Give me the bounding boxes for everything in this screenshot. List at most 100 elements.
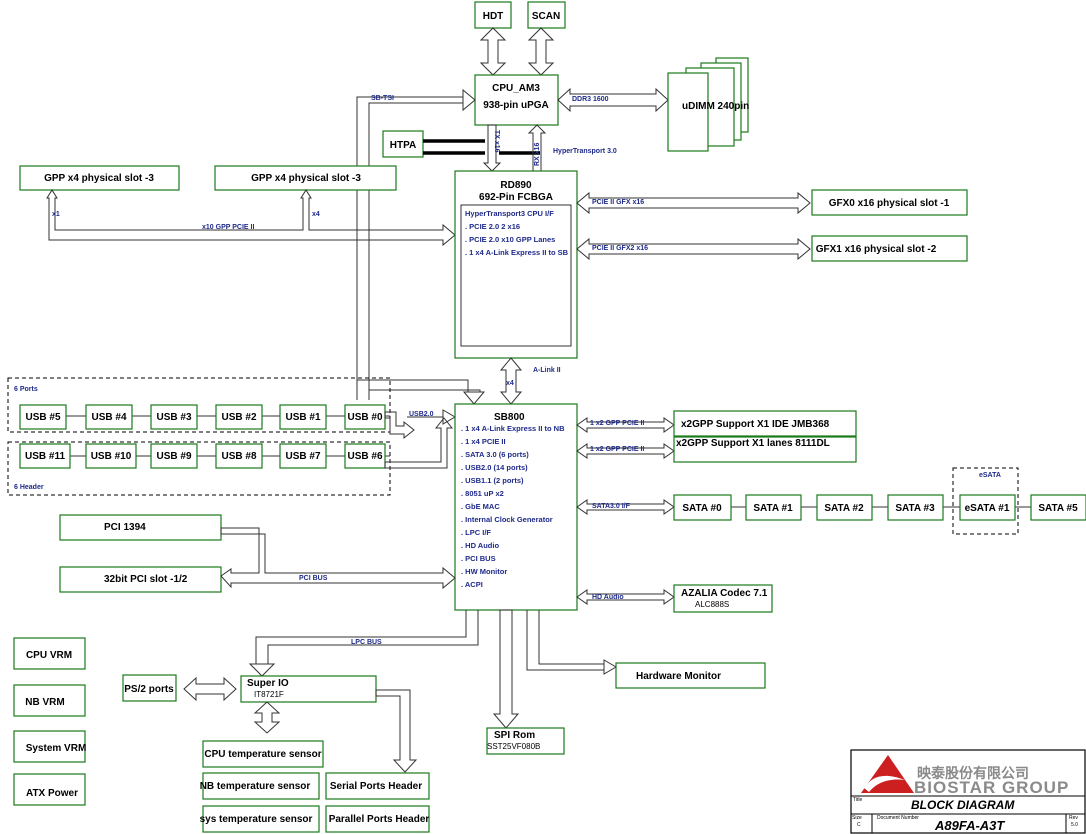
sbtsi-arrowhead	[462, 88, 476, 112]
scan-cpu-arrow	[527, 27, 555, 76]
esata-label: eSATA	[979, 472, 1001, 479]
scan-label: SCAN	[532, 11, 560, 22]
gpp-bus-label: x10 GPP PCIE II	[202, 224, 254, 231]
sb-feature: . USB1.1 (2 ports)	[461, 476, 524, 485]
sata-port[interactable]: SATA #2	[816, 494, 873, 521]
esata-port[interactable]: eSATA #1	[959, 494, 1016, 521]
sbtsi-to-sb-2	[369, 389, 481, 392]
svg-text:USB #6: USB #6	[347, 451, 382, 462]
sata-port[interactable]: SATA #3	[887, 494, 944, 521]
nb-feature: . PCIE 2.0 x10 GPP Lanes	[465, 235, 555, 244]
nb-feature: HyperTransport3 CPU I/F	[465, 209, 554, 218]
southbridge-box[interactable]: SB800 . 1 x4 A-Link Express II to NB . 1…	[454, 403, 578, 611]
svg-text:SATA #1: SATA #1	[753, 503, 793, 514]
usb-port[interactable]: USB #8	[215, 443, 263, 469]
usb-port[interactable]: USB #4	[85, 404, 133, 430]
pci-bus-arrow	[220, 527, 456, 590]
x2gpp1-bus: 1 x2 GPP PCIE II	[590, 420, 644, 427]
sata-port[interactable]: SATA #5	[1030, 494, 1086, 521]
sb-label: SB800	[494, 412, 525, 423]
spi-arrow	[492, 609, 520, 729]
ps2-label: PS/2 ports	[124, 684, 174, 695]
cpu-temp-sensor[interactable]: CPU temperature sensor	[202, 740, 324, 768]
lpc-bus-line-2	[267, 610, 479, 664]
svg-text:SATA #0: SATA #0	[682, 503, 722, 514]
usb-ports-label: 6 Ports	[14, 386, 38, 393]
usb-port[interactable]: USB #11	[19, 443, 71, 469]
lpc-bus-line-1	[255, 610, 467, 664]
hdt-box[interactable]: HDT	[474, 1, 512, 29]
nb-temp-sensor[interactable]: NB temperature sensor	[200, 772, 320, 800]
biostar-logo: BIOSTAR GROUP 映泰股份有限公司	[861, 755, 1068, 797]
sata-bus: SATA3.0 I/F	[592, 503, 631, 510]
svg-text:USB #10: USB #10	[91, 451, 132, 462]
pci1394-label: PCI 1394	[104, 522, 146, 533]
title-field-label: Title	[853, 797, 862, 803]
ps2-box[interactable]: PS/2 ports	[122, 674, 177, 702]
sys-temp-sensor[interactable]: sys temperature sensor	[200, 805, 320, 833]
gpp-left-label: GPP x4 physical slot -3	[44, 173, 154, 184]
svg-text:ATX Power: ATX Power	[26, 788, 78, 799]
pci1394-box[interactable]: PCI 1394	[59, 514, 222, 541]
parallel-header[interactable]: Parallel Ports Header	[325, 805, 430, 833]
serial-header[interactable]: Serial Ports Header	[325, 772, 430, 800]
usb-port[interactable]: USB #1	[279, 404, 327, 430]
sb-feature: . 1 x4 A-Link Express II to NB	[461, 424, 565, 433]
gfx1-bus-label: PCIE II GFX2 x16	[592, 245, 648, 252]
svg-text:USB #0: USB #0	[347, 412, 382, 423]
usb-port[interactable]: USB #10	[85, 443, 137, 469]
usb-port[interactable]: USB #3	[150, 404, 198, 430]
dimm-label: uDIMM 240pin	[682, 101, 749, 112]
system-vrm-box[interactable]: System VRM	[13, 730, 86, 763]
hwmon-box[interactable]: Hardware Monitor	[615, 662, 766, 689]
svg-text:USB #1: USB #1	[285, 412, 320, 423]
sata-port[interactable]: SATA #0	[673, 494, 732, 521]
usb-port[interactable]: USB #9	[150, 443, 198, 469]
scan-box[interactable]: SCAN	[527, 1, 566, 29]
superio-label: Super IO	[247, 678, 289, 689]
gpp-left-slot[interactable]: GPP x4 physical slot -3	[19, 165, 180, 191]
gpp-mid-slot[interactable]: GPP x4 physical slot -3	[214, 165, 397, 191]
usb-port[interactable]: USB #5	[19, 404, 67, 430]
gfx0-slot[interactable]: GFX0 x16 physical slot -1	[811, 189, 968, 216]
svg-text:CPU temperature sensor: CPU temperature sensor	[204, 749, 321, 760]
sbtsi-line	[356, 96, 463, 400]
cpu-vrm-box[interactable]: CPU VRM	[13, 637, 86, 670]
usb-row1-arrow	[384, 411, 415, 440]
usb-bus-arrowhead	[442, 409, 456, 425]
ht-rx-arrow	[527, 124, 547, 172]
x2gpp2-box[interactable]: x2GPP Support X1 lanes 8111DL	[673, 436, 857, 463]
sata-port[interactable]: SATA #1	[745, 494, 802, 521]
azalia-box[interactable]: AZALIA Codec 7.1 ALC888S	[673, 584, 773, 613]
pci-slot-box[interactable]: 32bit PCI slot -1/2	[59, 566, 222, 593]
sb-feature: . ACPI	[461, 580, 483, 589]
usb-port[interactable]: USB #0	[344, 404, 386, 430]
northbridge-box[interactable]: RD890 692-Pin FCBGA HyperTransport3 CPU …	[454, 170, 578, 359]
atx-power-box[interactable]: ATX Power	[13, 773, 86, 806]
cpu-box[interactable]: CPU_AM3 938-pin uPGA	[474, 74, 559, 126]
nb-sub: 692-Pin FCBGA	[479, 192, 553, 203]
sb-feature: . HW Monitor	[461, 567, 507, 576]
svg-text:USB #9: USB #9	[156, 451, 191, 462]
spirom-box[interactable]: SPI Rom SST25VF080B	[486, 727, 565, 755]
dimm-stack[interactable]: uDIMM 240pin	[667, 57, 749, 152]
usb-port[interactable]: USB #2	[215, 404, 263, 430]
diagram-title: BLOCK DIAGRAM	[911, 798, 1015, 812]
usb-port[interactable]: USB #7	[279, 443, 327, 469]
superio-box[interactable]: Super IO IT8721F	[240, 675, 377, 703]
htpa-box[interactable]: HTPA	[382, 130, 424, 158]
pci-slot-label: 32bit PCI slot -1/2	[104, 574, 188, 585]
usb-row2-arrow	[384, 417, 454, 469]
cpu-label: CPU_AM3	[492, 83, 540, 94]
nb-vrm-box[interactable]: NB VRM	[13, 684, 86, 717]
x2gpp1-box[interactable]: x2GPP Support X1 IDE JMB368	[673, 410, 857, 437]
gfx1-slot[interactable]: GFX1 x16 physical slot -2	[811, 235, 968, 262]
usb-ports-group	[7, 377, 391, 433]
sb-feature: . PCI BUS	[461, 554, 496, 563]
x2gpp2-label: x2GPP Support X1 lanes 8111DL	[676, 438, 830, 449]
sbtsi-label: SB-TSI	[371, 95, 394, 102]
usb-port[interactable]: USB #6	[344, 443, 386, 469]
svg-text:Parallel Ports Header: Parallel Ports Header	[329, 814, 430, 825]
ht-tx-label: TX x16	[493, 130, 500, 153]
nb-feature: . PCIE 2.0 2 x16	[465, 222, 520, 231]
